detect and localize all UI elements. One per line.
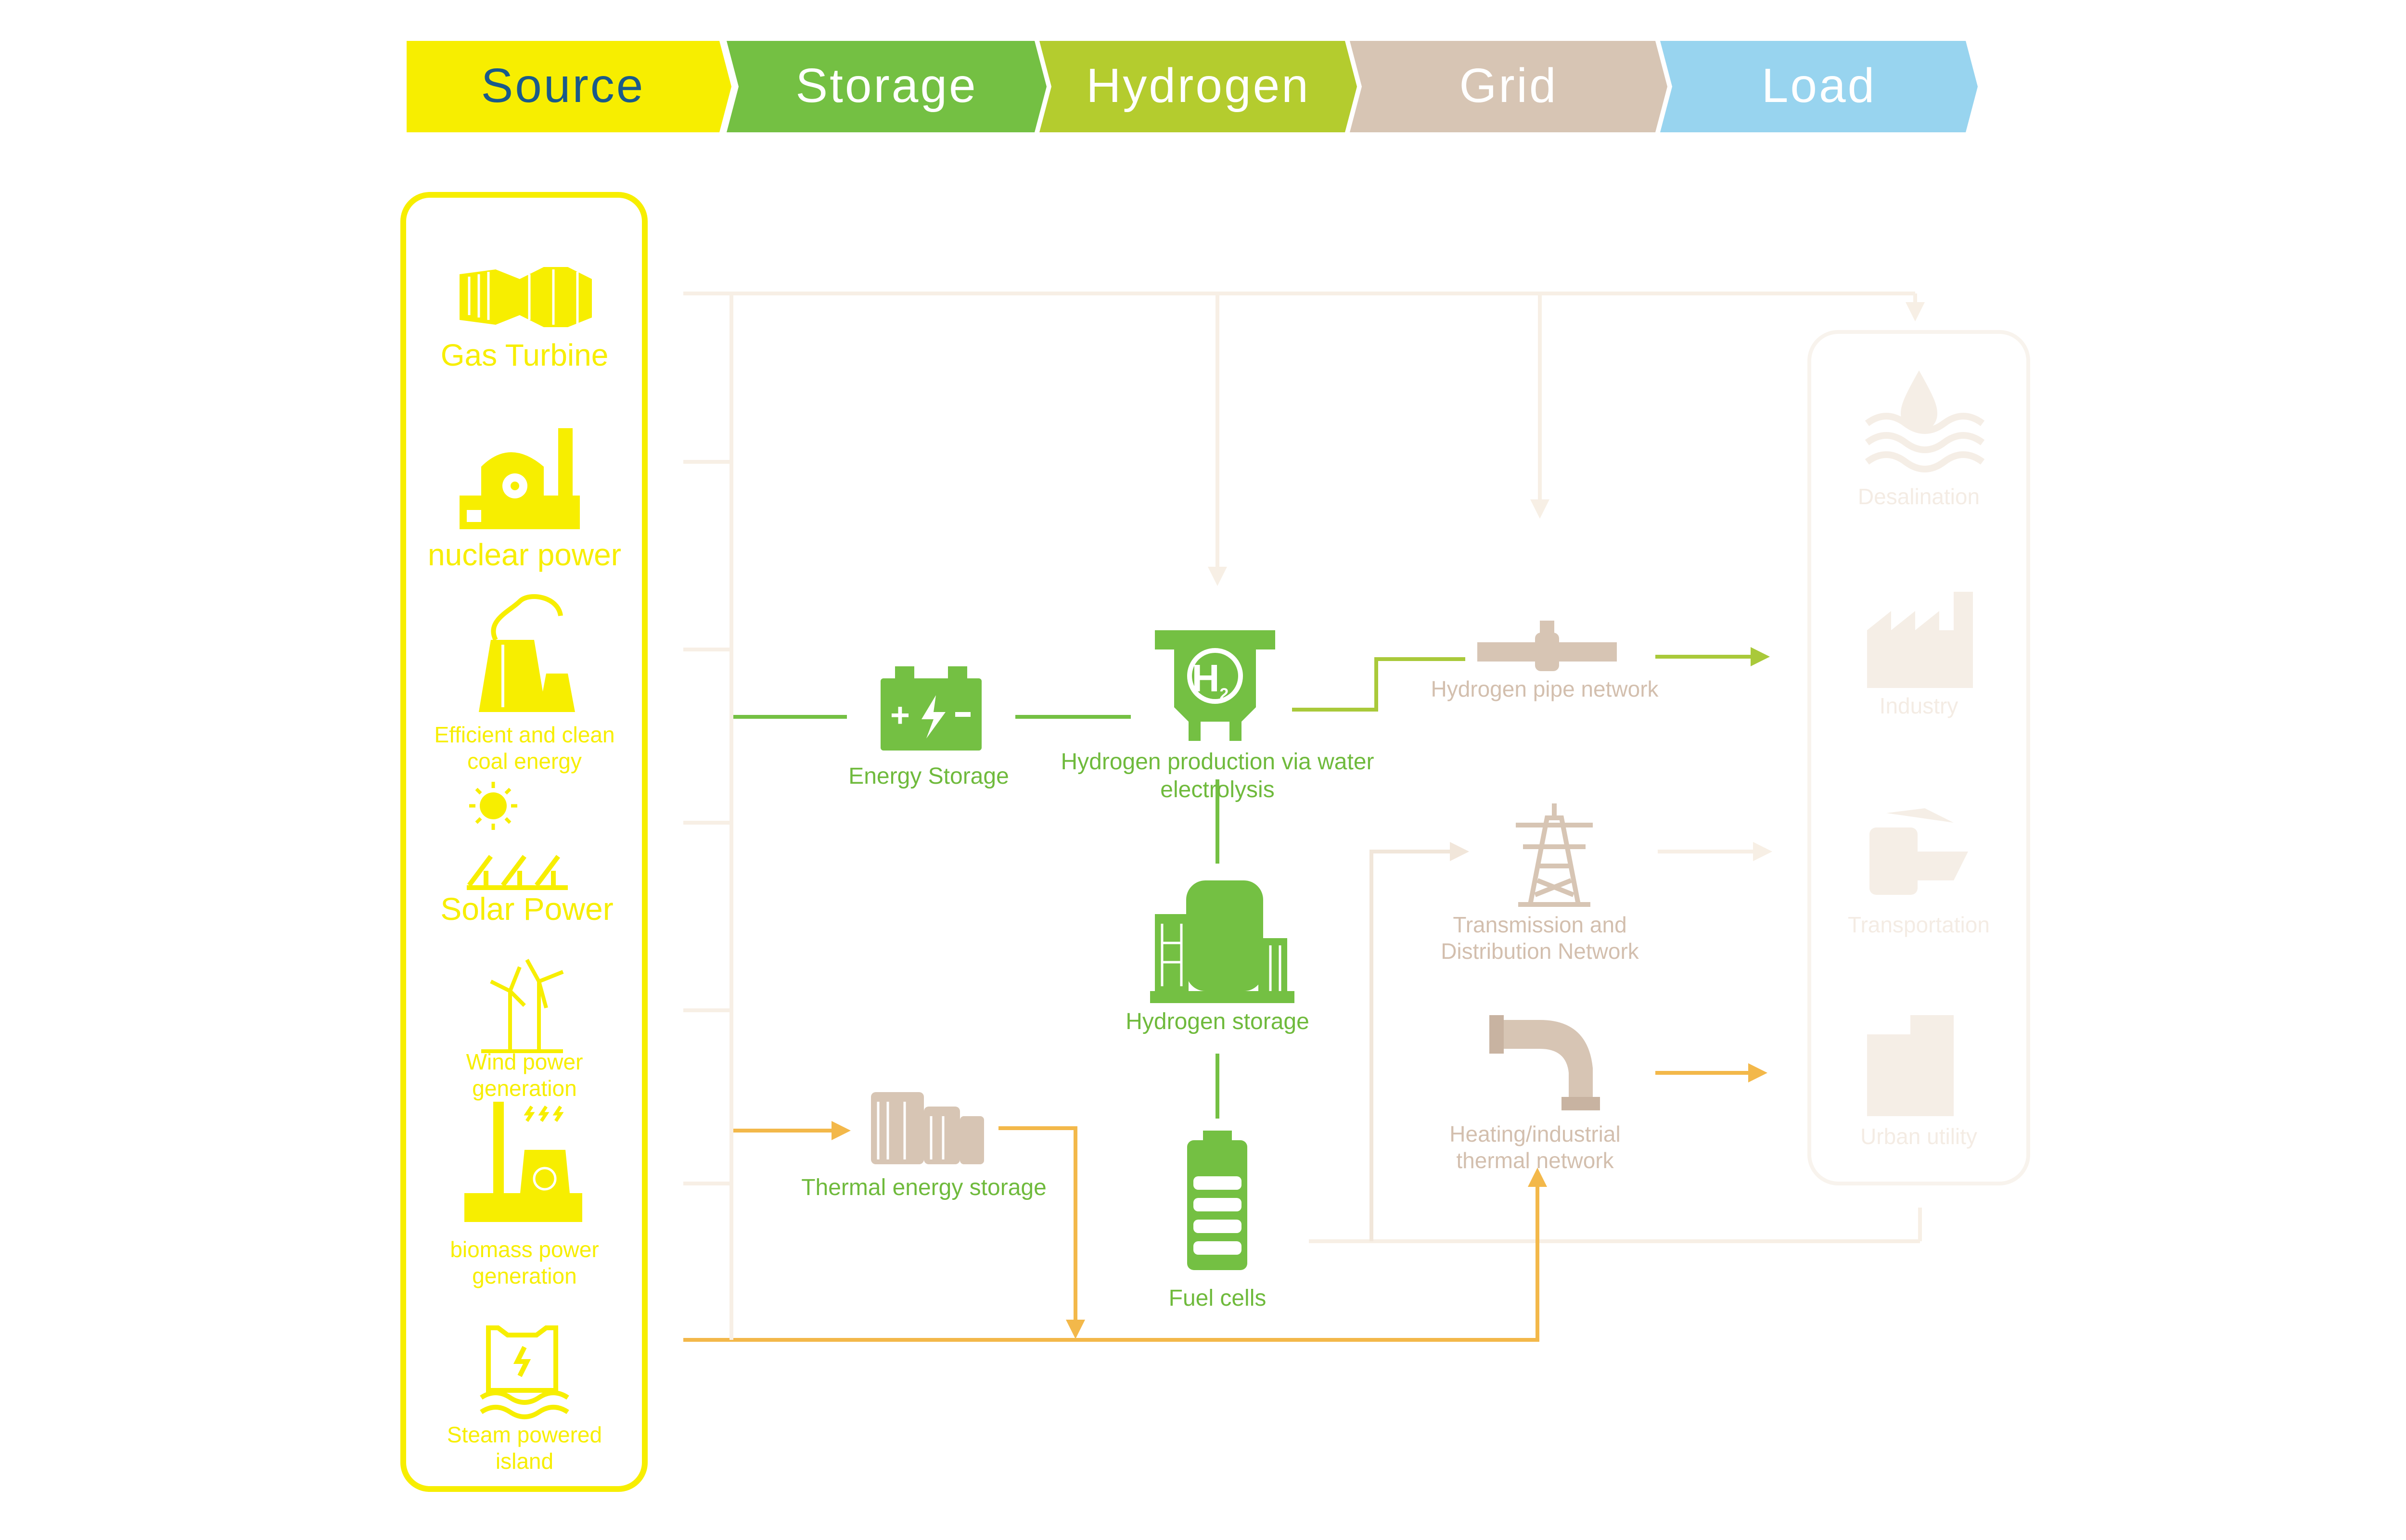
stage-grid-label: Grid [1459, 59, 1558, 113]
hydrogen-storage-icon [1150, 880, 1294, 1003]
load-box [1807, 330, 2030, 1185]
stage-load-chevron [1660, 41, 1978, 132]
transportation-icon [1869, 808, 1968, 895]
stage-hydrogen-label: Hydrogen [1086, 59, 1310, 113]
pipe-network-label: Hydrogen pipe network [1431, 676, 1659, 701]
transmission-label: Transmission and Distribution Network [1441, 912, 1639, 964]
thermal-storage-label: Thermal energy storage [801, 1175, 1047, 1200]
biomass-plant-icon [464, 1102, 582, 1222]
hydrogen-storage-label: Hydrogen storage [1126, 1009, 1309, 1034]
desalination-label: Desalination [1857, 484, 1980, 509]
h2-subscript: 2 [1219, 685, 1229, 703]
hydrogen-pipe-connectors [1292, 647, 1770, 712]
pipe-network-icon [1477, 621, 1617, 671]
heating-network-label: Heating/industrial thermal network [1449, 1121, 1621, 1173]
urban-utility-icon [1867, 1015, 1954, 1116]
energy-storage-label: Energy Storage [848, 764, 1009, 789]
gas-turbine-label: Gas Turbine [440, 338, 609, 372]
solar-power-label: Solar Power [440, 891, 614, 927]
transmission-tower-icon [1516, 803, 1593, 907]
transportation-label: Transportation [1848, 912, 1990, 937]
battery-icon: + [881, 666, 982, 751]
coal-energy-label: Efficient and clean coal energy [434, 722, 615, 774]
stage-storage-label: Storage [795, 59, 978, 113]
desalination-icon [1865, 370, 1985, 472]
gas-turbine-icon [460, 267, 592, 327]
urban-utility-label: Urban utility [1860, 1124, 1977, 1149]
nuclear-plant-icon [460, 428, 580, 529]
heat-connectors [683, 1063, 1767, 1342]
stage-storage-chevron [727, 41, 1047, 132]
wind-turbine-icon [481, 959, 564, 1053]
energy-storage-connectors [731, 715, 1219, 1119]
source-box [400, 192, 648, 1492]
h2-letter: H [1191, 657, 1220, 700]
nuclear-power-label: nuclear power [428, 537, 621, 572]
h2-symbol: H2 [1189, 655, 1232, 704]
heating-pipe-icon [1489, 1015, 1600, 1110]
electrolysis-label: Hydrogen production via water electrolys… [1061, 749, 1374, 802]
electrolysis-icon [1155, 630, 1275, 741]
biomass-power-label: biomass power generation [450, 1237, 599, 1289]
stage-hydrogen-chevron [1039, 41, 1357, 132]
stage-banner [407, 41, 1978, 132]
solar-panel-icon [467, 782, 568, 890]
steam-island-label: Steam powered island [447, 1422, 602, 1474]
stage-source-label: Source [481, 59, 645, 113]
coal-plant-icon [479, 594, 575, 712]
stage-source-chevron [407, 41, 731, 132]
wind-power-label: Wind power generation [466, 1049, 583, 1101]
thermal-storage-icon [871, 1092, 984, 1164]
fuel-cell-icon [1187, 1131, 1247, 1270]
stage-load-label: Load [1761, 59, 1877, 113]
svg-text:+: + [890, 696, 910, 734]
stage-grid-chevron [1350, 41, 1667, 132]
faint-connectors [683, 292, 1925, 1243]
steam-island-icon [480, 1325, 569, 1419]
fuel-cells-label: Fuel cells [1168, 1285, 1267, 1311]
industry-icon [1867, 592, 1973, 688]
industry-label: Industry [1879, 693, 1958, 718]
grid-connectors [1369, 842, 1469, 1241]
